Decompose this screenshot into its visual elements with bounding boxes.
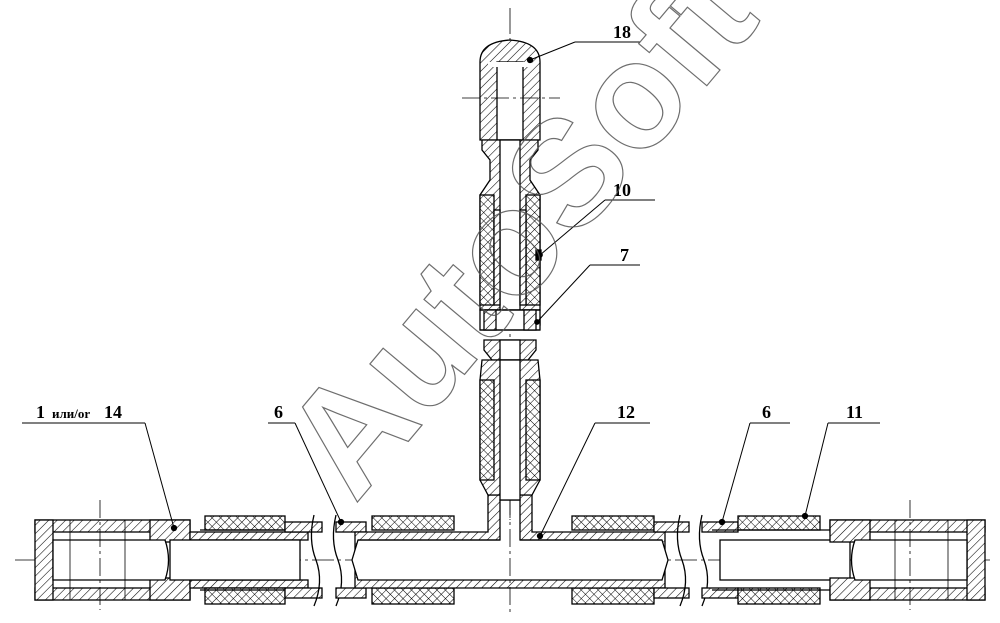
callout-6-right: 6 xyxy=(762,402,771,422)
right-end-fitting xyxy=(829,500,986,610)
left-nipple xyxy=(169,531,309,589)
callout-11: 11 xyxy=(846,402,863,422)
callout-1: 1 xyxy=(36,402,45,422)
callout-6-left: 6 xyxy=(274,402,283,422)
callout-14: 14 xyxy=(104,402,122,422)
callout-12: 12 xyxy=(617,402,635,422)
callout-or: или/or xyxy=(52,406,90,421)
callout-7: 7 xyxy=(620,245,629,265)
left-end-fitting xyxy=(34,519,191,601)
callout-18: 18 xyxy=(613,22,631,42)
callout-10: 10 xyxy=(613,180,631,200)
